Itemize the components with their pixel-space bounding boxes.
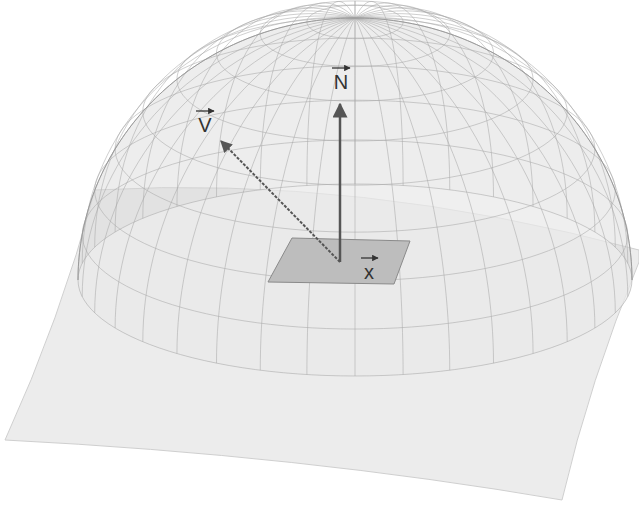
grid-line [355, 11, 567, 218]
normal-arrow [339, 104, 342, 262]
grid-line [355, 16, 615, 247]
grid-line [355, 3, 450, 190]
grid-line [307, 18, 355, 375]
grid-line [217, 5, 356, 197]
vector-mark [332, 67, 350, 68]
grid-line [115, 14, 355, 232]
grid-line [82, 18, 355, 264]
grid-line [355, 18, 494, 363]
grid-line [260, 18, 355, 370]
grid-line [307, 1, 355, 185]
grid-line [355, 8, 533, 207]
grid-line [355, 1, 356, 184]
hemisphere [78, 1, 632, 376]
vector-label: V [198, 115, 211, 135]
grid-line [355, 18, 567, 342]
view-arrow [221, 141, 340, 262]
vector-mark [196, 110, 214, 111]
vector-mark [361, 257, 378, 258]
grid-line [355, 18, 403, 375]
vector-label: N [334, 72, 348, 92]
grid-line [355, 1, 403, 185]
grid-line [355, 5, 494, 197]
grid-line [217, 18, 356, 363]
grid-line [355, 18, 450, 370]
grid-line [355, 14, 595, 232]
grid-line [143, 11, 355, 218]
vector-label: x [364, 262, 374, 282]
grid-line [355, 18, 533, 354]
grid-line [355, 18, 628, 264]
